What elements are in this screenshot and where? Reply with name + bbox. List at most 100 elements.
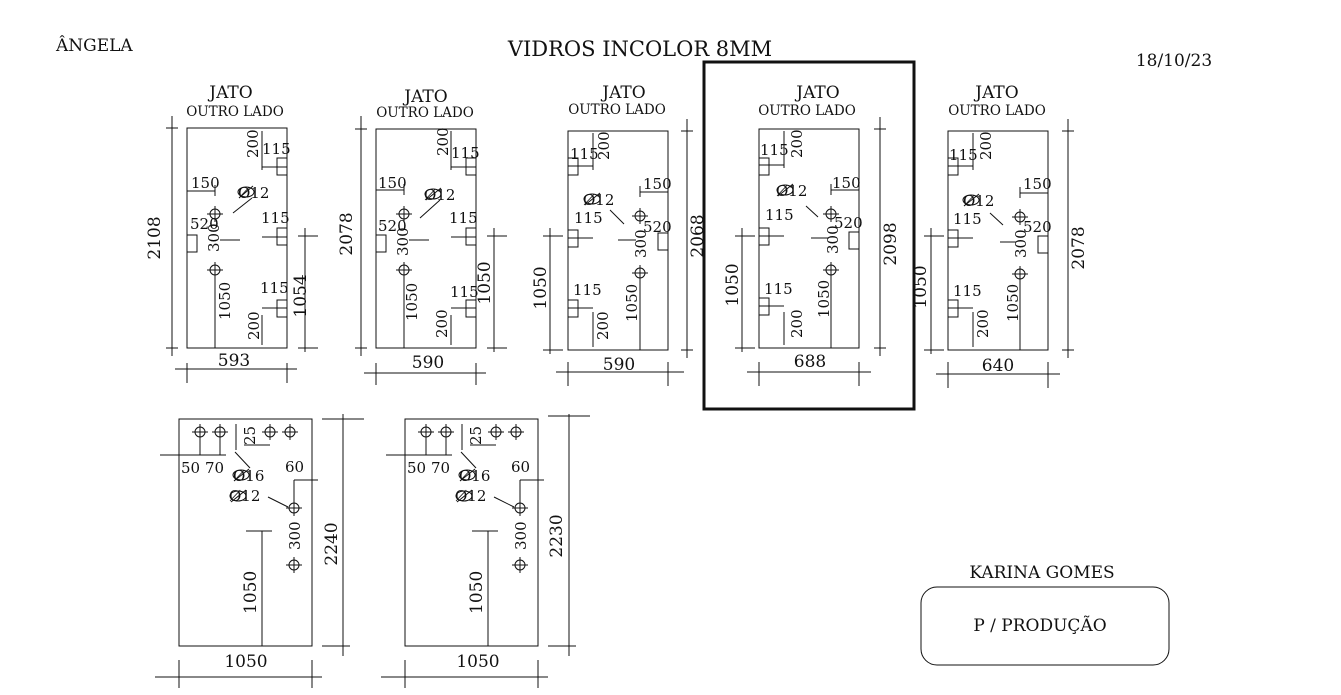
dim-115: 115 xyxy=(949,146,978,164)
drill-hole xyxy=(488,424,504,440)
dim-520: 520 xyxy=(834,214,863,232)
drill-hole xyxy=(508,424,524,440)
dim-1050: 1050 xyxy=(623,284,641,322)
jato-label: JATO xyxy=(600,83,645,103)
height-dimension: 2230 xyxy=(547,514,567,557)
height-dimension: 2078 xyxy=(337,212,357,255)
drill-hole xyxy=(632,265,648,281)
dim-300: 300 xyxy=(632,229,650,258)
dim-300: 300 xyxy=(286,521,304,550)
drill-hole xyxy=(438,424,454,440)
hole-diameter: Ø12 xyxy=(776,182,807,200)
door-panel-2: JATO OUTRO LADO 2078 590 1050 115 200 11… xyxy=(337,87,507,385)
hinge-height-dimension: 1050 xyxy=(723,263,743,306)
dim-520: 520 xyxy=(190,215,219,233)
drill-hole xyxy=(282,424,298,440)
dim-300: 300 xyxy=(394,227,412,256)
hinge-height-dimension: 1054 xyxy=(291,274,311,317)
hole-diameter: Ø12 xyxy=(238,184,269,202)
height-dimension: 2108 xyxy=(145,216,165,259)
drill-hole xyxy=(207,206,223,222)
drill-hole xyxy=(212,424,228,440)
drawing-title: VIDROS INCOLOR 8MM xyxy=(507,37,772,61)
height-dimension: 2068 xyxy=(688,214,708,257)
dim-200: 200 xyxy=(433,309,451,338)
dim-115: 115 xyxy=(570,145,599,163)
dim-115: 115 xyxy=(953,210,982,228)
hole-diameter: Ø12 xyxy=(424,186,455,204)
dim-150: 150 xyxy=(832,174,861,192)
height-dimension: 2098 xyxy=(881,222,901,265)
dim-115: 115 xyxy=(449,209,478,227)
dim-200: 200 xyxy=(245,311,263,340)
dim-200: 200 xyxy=(244,129,262,158)
drill-hole xyxy=(512,500,528,516)
dim-70: 70 xyxy=(431,459,450,477)
hole-diameter-16: Ø16 xyxy=(459,467,490,485)
dim-200: 200 xyxy=(595,131,613,160)
dim-300: 300 xyxy=(824,225,842,254)
dim-115: 115 xyxy=(450,283,479,301)
width-dimension: 590 xyxy=(412,353,444,373)
drill-hole xyxy=(262,424,278,440)
door-panel-5: JATO OUTRO LADO 2078 640 1050 115 200 11… xyxy=(911,83,1089,388)
dim-150: 150 xyxy=(643,175,672,193)
production-stamp-box xyxy=(920,586,1170,666)
height-dimension: 2078 xyxy=(1069,226,1089,269)
dim-115: 115 xyxy=(574,209,603,227)
dim-300: 300 xyxy=(512,521,530,550)
width-dimension: 1050 xyxy=(224,652,267,672)
drill-hole xyxy=(632,208,648,224)
dim-1050: 1050 xyxy=(241,571,261,614)
outro-lado-label: OUTRO LADO xyxy=(376,105,474,121)
hole-diameter-12: Ø12 xyxy=(455,487,486,505)
dim-150: 150 xyxy=(378,174,407,192)
production-stamp: P / PRODUÇÃO xyxy=(973,615,1106,636)
dim-115: 115 xyxy=(765,206,794,224)
dim-520: 520 xyxy=(1023,218,1052,236)
outro-lado-label: OUTRO LADO xyxy=(948,103,1046,119)
hole-diameter-12: Ø12 xyxy=(229,487,260,505)
highlight-frame xyxy=(702,60,916,411)
door-panel-4: JATO OUTRO LADO 2098 688 1050 115 200 11… xyxy=(723,83,901,386)
drill-hole xyxy=(418,424,434,440)
hinge-height-dimension: 1050 xyxy=(911,265,931,308)
dim-1050: 1050 xyxy=(467,571,487,614)
door-panel-3: JATO OUTRO LADO 2068 590 1050 115 200 11… xyxy=(531,83,708,386)
client-name: ÂNGELA xyxy=(55,35,133,56)
drill-hole xyxy=(207,262,223,278)
drill-hole xyxy=(286,500,302,516)
width-dimension: 593 xyxy=(218,351,250,371)
dim-60: 60 xyxy=(511,458,530,476)
jato-label: JATO xyxy=(402,87,447,107)
drill-hole xyxy=(823,262,839,278)
dim-1050: 1050 xyxy=(815,280,833,318)
jato-label: JATO xyxy=(973,83,1018,103)
dim-115: 115 xyxy=(764,280,793,298)
drill-hole xyxy=(192,424,208,440)
drill-hole xyxy=(512,557,528,573)
dim-115: 115 xyxy=(953,282,982,300)
drill-hole xyxy=(396,262,412,278)
drill-hole xyxy=(823,206,839,222)
height-dimension: 2240 xyxy=(322,522,342,565)
dim-150: 150 xyxy=(1023,175,1052,193)
outro-lado-label: OUTRO LADO xyxy=(758,103,856,119)
dim-1050: 1050 xyxy=(403,283,421,321)
dim-200: 200 xyxy=(788,309,806,338)
dim-50: 50 xyxy=(407,459,426,477)
fixed-panel-1: 2240 1050 25 50 70 60 Ø16 Ø12 300 1050 xyxy=(155,414,364,688)
dim-200: 200 xyxy=(594,311,612,340)
hole-diameter-16: Ø16 xyxy=(233,467,264,485)
dim-150: 150 xyxy=(191,174,220,192)
drill-hole xyxy=(1012,209,1028,225)
dim-115: 115 xyxy=(451,144,480,162)
outro-lado-label: OUTRO LADO xyxy=(186,104,284,120)
hinge-height-dimension: 1050 xyxy=(531,266,551,309)
dim-1050: 1050 xyxy=(216,282,234,320)
dim-60: 60 xyxy=(285,458,304,476)
drawing-date: 18/10/23 xyxy=(1136,51,1212,71)
dim-115: 115 xyxy=(262,140,291,158)
dim-115: 115 xyxy=(760,141,789,159)
